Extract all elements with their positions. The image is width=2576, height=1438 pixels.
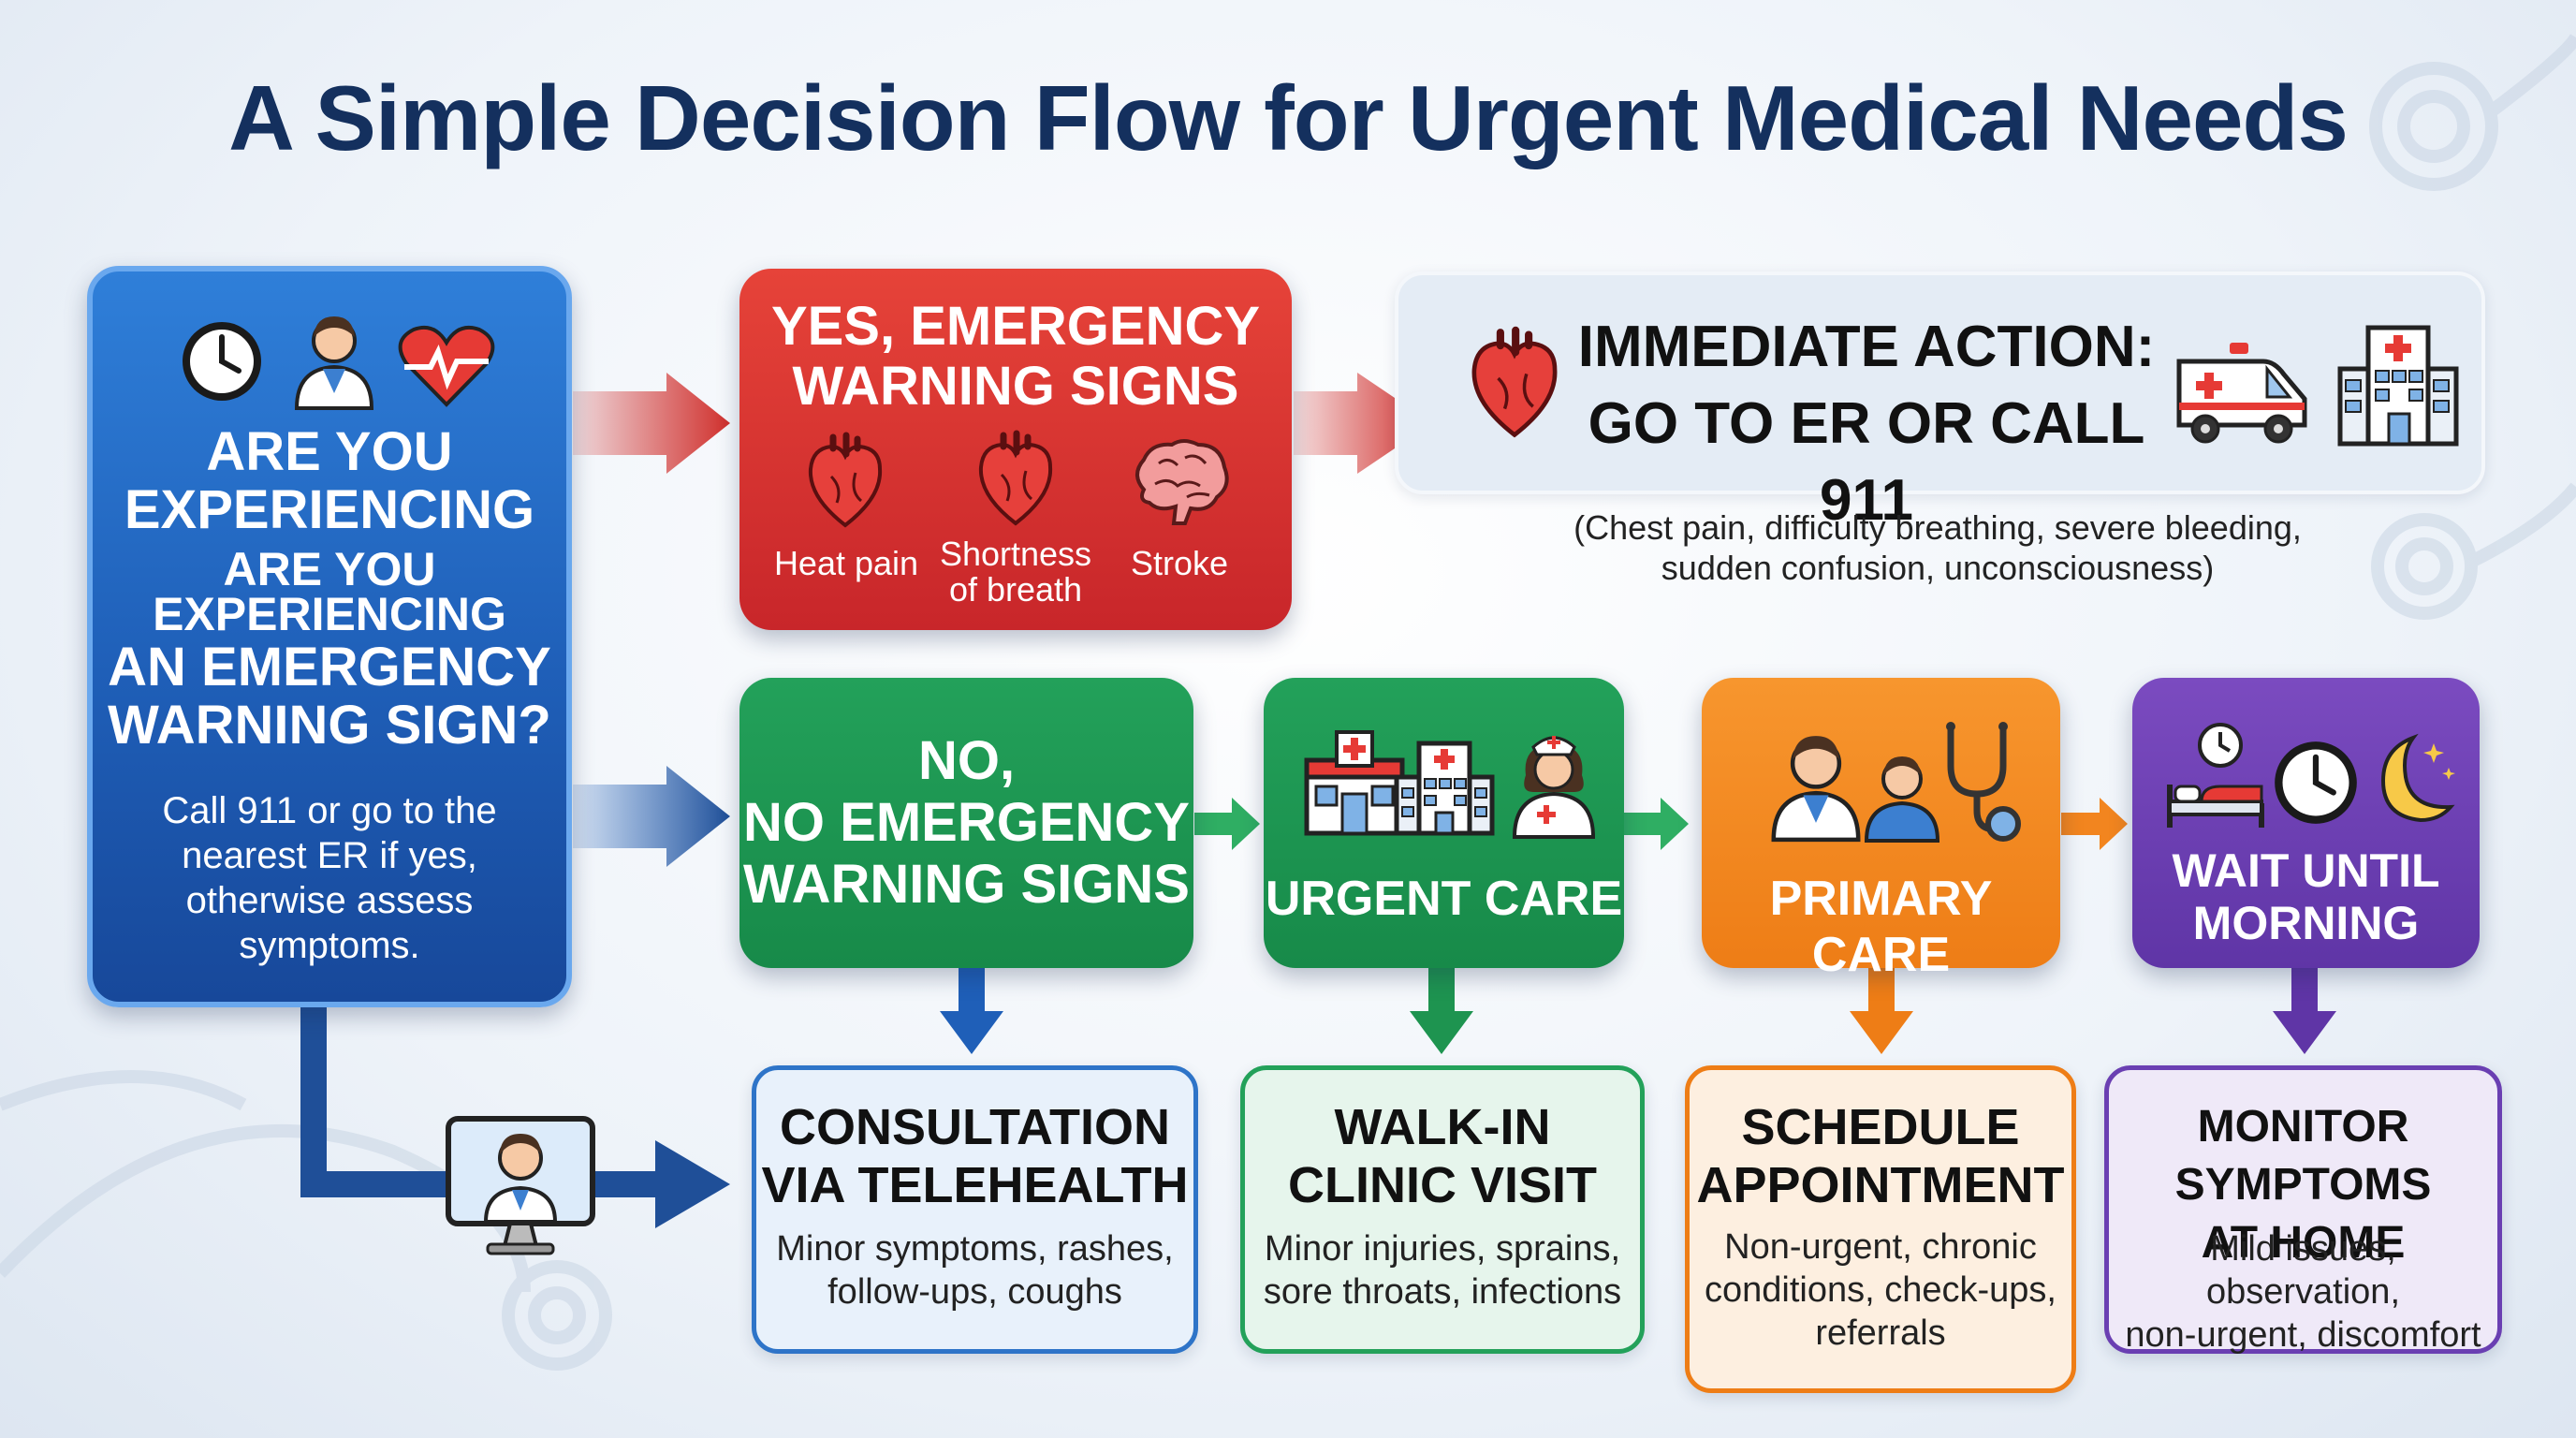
bed-icon bbox=[2167, 723, 2264, 828]
arrow-emergency-to-action bbox=[1294, 373, 1432, 474]
heart-icon bbox=[978, 430, 1053, 526]
action-title-line: IMMEDIATE ACTION: bbox=[1577, 315, 2156, 379]
arrow-question-to-emergency bbox=[573, 373, 730, 474]
card-title-line: MONITOR SYMPTOMS bbox=[2174, 1102, 2432, 1210]
moon-icon bbox=[2380, 733, 2455, 823]
page-title: A Simple Decision Flow for Urgent Medica… bbox=[228, 66, 2349, 169]
arrow-question-to-no-emergency bbox=[573, 766, 730, 867]
card-desc-line: non-urgent, discomfort bbox=[2125, 1315, 2481, 1355]
card-title-line: AT HOME bbox=[2201, 1218, 2406, 1268]
no-emergency-line: NO, bbox=[917, 730, 1016, 791]
wait-title-line: MORNING bbox=[2192, 897, 2420, 949]
card-title: SCHEDULE APPOINTMENT bbox=[1690, 1098, 2071, 1214]
hospital-icon bbox=[2337, 325, 2459, 447]
card-title-line: VIA TELEHEALTH bbox=[761, 1157, 1189, 1213]
card-desc-line: Non-urgent, chronic bbox=[1724, 1227, 2037, 1267]
card-desc-line: sore throats, infections bbox=[1263, 1272, 1622, 1312]
heart-icon bbox=[808, 432, 883, 528]
card-title-line: APPOINTMENT bbox=[1696, 1157, 2065, 1213]
no-emergency-box: NO, NO EMERGENCY WARNING SIGNS bbox=[739, 678, 1193, 968]
arrow-primary-to-wait bbox=[2061, 798, 2128, 850]
arrow-down-telehealth bbox=[940, 968, 1003, 1054]
no-emergency-title: NO, NO EMERGENCY WARNING SIGNS bbox=[739, 730, 1193, 916]
sign-label: Heat pain bbox=[773, 544, 919, 582]
emergency-title-line: WARNING SIGNS bbox=[792, 356, 1239, 417]
question-line: ARE YOU bbox=[206, 421, 453, 482]
card-desc-line: Minor injuries, sprains, bbox=[1264, 1229, 1621, 1269]
card-description: Non-urgent, chronic conditions, check-up… bbox=[1699, 1225, 2062, 1355]
urgent-care-title: URGENT CARE bbox=[1265, 872, 1623, 926]
emergency-signs-box: YES, EMERGENCY WARNING SIGNS Heat pain S… bbox=[739, 269, 1292, 630]
question-line: AN EMERGENCY bbox=[108, 637, 551, 697]
card-title: WALK-IN CLINIC VISIT bbox=[1245, 1098, 1640, 1214]
question-box: ARE YOU EXPERIENCING ARE YOU EXPERIENCIN… bbox=[87, 266, 572, 1007]
card-desc-line: follow-ups, coughs bbox=[827, 1272, 1122, 1312]
question-line: ARE YOU bbox=[223, 543, 436, 595]
arrow-urgent-to-primary bbox=[1624, 798, 1689, 850]
note-line: sudden confusion, unconsciousness) bbox=[1661, 549, 2215, 587]
monitor-at-home-card: MONITOR SYMPTOMS AT HOME Mild issues, ob… bbox=[2104, 1065, 2502, 1357]
nurse-icon bbox=[1512, 736, 1596, 839]
ambulance-icon bbox=[2176, 343, 2307, 444]
note-line: (Chest pain, difficulty breathing, sever… bbox=[1573, 508, 2302, 547]
hospital-icon bbox=[1394, 741, 1495, 836]
question-line: WARNING SIGN? bbox=[108, 695, 551, 756]
card-description: Minor injuries, sprains, sore throats, i… bbox=[1254, 1227, 1631, 1313]
card-description: Mild issues, observation, non-urgent, di… bbox=[2118, 1227, 2488, 1357]
emergency-examples-note: (Chest pain, difficulty breathing, sever… bbox=[1395, 507, 2481, 588]
sign-label-line: of breath bbox=[948, 570, 1083, 609]
no-emergency-line: WARNING SIGNS bbox=[743, 854, 1190, 915]
question-line: EXPERIENCING bbox=[124, 479, 535, 540]
primary-care-box: PRIMARY CARE bbox=[1702, 678, 2060, 982]
sign-label: Shortness of breath bbox=[936, 536, 1095, 608]
immediate-action-box: IMMEDIATE ACTION: GO TO ER OR CALL 911 bbox=[1395, 271, 2485, 533]
doctor-icon bbox=[1771, 736, 1861, 843]
schedule-appointment-card: SCHEDULE APPOINTMENT Non-urgent, chronic… bbox=[1685, 1065, 2076, 1393]
card-title-line: CONSULTATION bbox=[780, 1099, 1170, 1155]
card-title-line: WALK-IN bbox=[1334, 1099, 1551, 1155]
card-title-line: CLINIC VISIT bbox=[1287, 1157, 1597, 1213]
card-desc-line: conditions, check-ups, bbox=[1705, 1270, 2056, 1310]
primary-care-title: PRIMARY CARE bbox=[1769, 872, 1993, 982]
card-title: MONITOR SYMPTOMS AT HOME bbox=[2109, 1098, 2497, 1272]
brain-icon bbox=[1135, 439, 1229, 525]
clinic-icon bbox=[1304, 730, 1405, 836]
card-desc-line: Minor symptoms, rashes, bbox=[776, 1229, 1174, 1269]
sign-label-line: Shortness bbox=[939, 535, 1092, 573]
patient-icon bbox=[1864, 756, 1940, 843]
card-desc-line: referrals bbox=[1815, 1313, 1946, 1353]
heart-icon bbox=[1471, 326, 1558, 438]
wait-until-morning-box: WAIT UNTIL MORNING bbox=[2132, 678, 2480, 968]
arrow-down-schedule bbox=[1850, 968, 1913, 1054]
arrow-to-telehealth bbox=[655, 1140, 730, 1228]
card-description: Minor symptoms, rashes, follow-ups, coug… bbox=[766, 1227, 1184, 1313]
urgent-care-box: URGENT CARE bbox=[1264, 678, 1624, 968]
clock-icon bbox=[183, 322, 261, 401]
telehealth-card: CONSULTATION VIA TELEHEALTH Minor sympto… bbox=[752, 1065, 1198, 1354]
wait-title: WAIT UNTIL MORNING bbox=[2132, 844, 2480, 949]
clock-icon bbox=[2275, 741, 2357, 824]
card-desc-line: Mild issues, observation, bbox=[2205, 1229, 2400, 1312]
heartbeat-icon bbox=[398, 325, 495, 407]
emergency-title-line: YES, EMERGENCY bbox=[770, 296, 1261, 357]
wait-title-line: WAIT UNTIL bbox=[2172, 844, 2440, 897]
arrow-down-walk-in bbox=[1410, 968, 1473, 1054]
telehealth-monitor-icon bbox=[446, 1116, 595, 1255]
emergency-title: YES, EMERGENCY WARNING SIGNS bbox=[739, 297, 1292, 417]
action-title-line: GO TO ER OR CALL 911 bbox=[1588, 391, 2145, 533]
arrow-down-monitor bbox=[2273, 968, 2336, 1054]
card-title: CONSULTATION VIA TELEHEALTH bbox=[756, 1098, 1193, 1214]
no-emergency-line: NO EMERGENCY bbox=[743, 792, 1190, 853]
question-description: Call 911 or go to the nearest ER if yes,… bbox=[162, 790, 497, 966]
action-title: IMMEDIATE ACTION: GO TO ER OR CALL 911 bbox=[1558, 309, 2175, 539]
card-title-line: SCHEDULE bbox=[1741, 1099, 2020, 1155]
stethoscope-icon bbox=[1946, 722, 2021, 842]
arrow-no-emergency-to-urgent bbox=[1194, 798, 1260, 850]
question-line: EXPERIENCING bbox=[153, 588, 506, 640]
sign-label: Stroke bbox=[1130, 544, 1229, 582]
walk-in-clinic-card: WALK-IN CLINIC VISIT Minor injuries, spr… bbox=[1240, 1065, 1645, 1354]
doctor-icon bbox=[294, 316, 374, 410]
